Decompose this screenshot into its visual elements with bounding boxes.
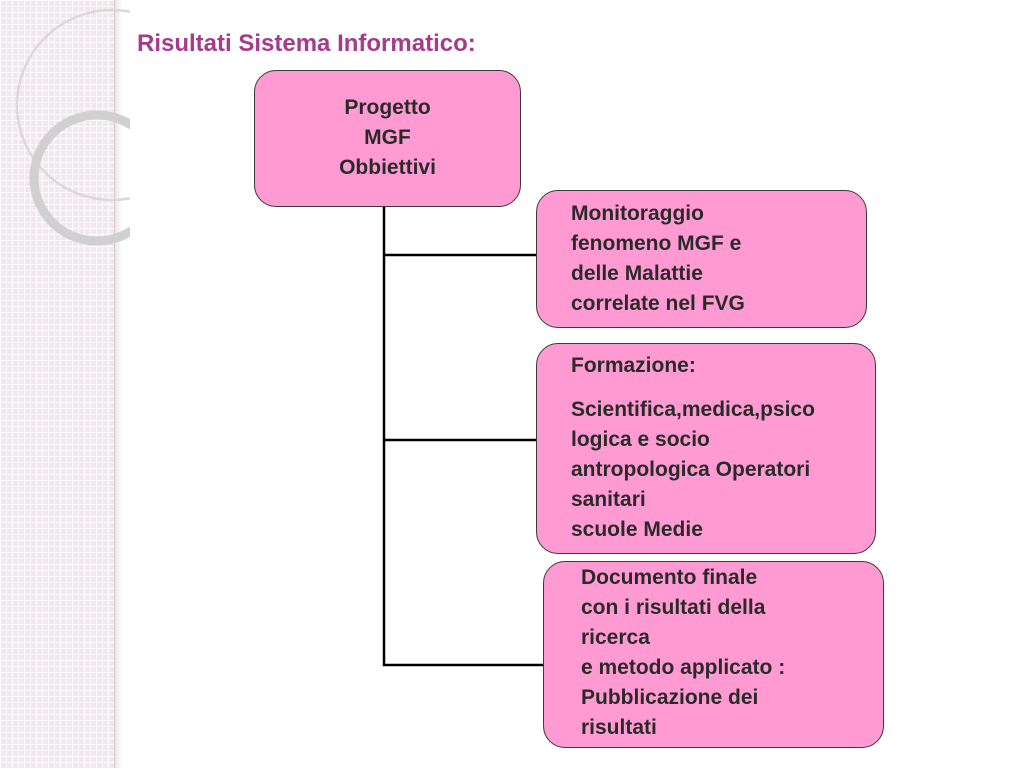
node-text-line: sanitari: [571, 488, 646, 511]
root-node-line: MGF: [364, 126, 411, 149]
node-text-line: scuole Medie: [571, 518, 703, 541]
node-heading: Formazione:: [571, 354, 696, 377]
node-text-line: Pubblicazione dei: [581, 686, 759, 709]
root-node-line: Obbiettivi: [339, 156, 436, 179]
node-text-line: Scientifica,medica,psico: [571, 398, 815, 421]
node-text-line: correlate nel FVG: [571, 292, 745, 315]
node-text-line: logica e socio: [571, 428, 710, 451]
decorative-rings: [15, 8, 130, 246]
node-text-line: delle Malattie: [571, 262, 703, 285]
root-node-progetto-mgf: Progetto MGF Obbiettivi: [254, 70, 521, 207]
child-node-formazione: Formazione: Scientifica,medica,psico log…: [536, 343, 876, 554]
root-node-line: Progetto: [344, 96, 431, 119]
node-text-line: e metodo applicato :: [581, 656, 786, 679]
side-panel-shadow: [114, 0, 122, 768]
node-text-line: fenomeno MGF e: [571, 232, 742, 255]
node-text-line: Documento finale: [581, 566, 758, 589]
node-text-line: risultati: [581, 716, 657, 739]
node-text-line: antropologica Operatori: [571, 458, 811, 481]
child-node-documento-finale: Documento finale con i risultati della r…: [543, 561, 884, 748]
slide-title: Risultati Sistema Informatico:: [137, 30, 476, 57]
node-text-line: ricerca: [581, 626, 650, 649]
child-node-monitoraggio: Monitoraggio fenomeno MGF e delle Malatt…: [536, 190, 867, 328]
node-text-line: Monitoraggio: [571, 202, 704, 225]
node-text-line: con i risultati della: [581, 596, 766, 619]
